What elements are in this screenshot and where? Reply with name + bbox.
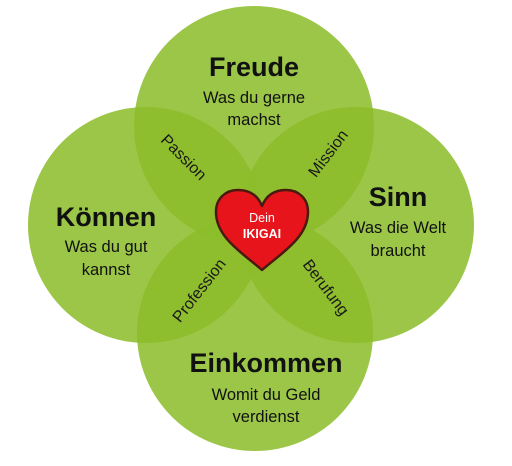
sinn-line1: Was die Welt bbox=[350, 219, 447, 237]
heart-icon bbox=[214, 188, 310, 272]
freude-title: Freude bbox=[209, 52, 299, 82]
einkommen-title: Einkommen bbox=[189, 348, 342, 378]
einkommen-line1: Womit du Geld bbox=[212, 386, 321, 404]
koennen-line1: Was du gut bbox=[65, 238, 148, 256]
circle-einkommen bbox=[137, 215, 373, 451]
freude-line2: machst bbox=[227, 111, 281, 129]
einkommen-line2: verdienst bbox=[233, 408, 300, 426]
freude-line1: Was du gerne bbox=[203, 89, 305, 107]
sinn-line2: braucht bbox=[370, 242, 425, 260]
koennen-title: Können bbox=[56, 202, 157, 232]
koennen-line2: kannst bbox=[82, 261, 131, 279]
heart-line2: IKIGAI bbox=[243, 227, 281, 241]
center-heart: Dein IKIGAI bbox=[214, 188, 310, 272]
sinn-title: Sinn bbox=[369, 182, 428, 212]
heart-line1: Dein bbox=[249, 211, 275, 225]
